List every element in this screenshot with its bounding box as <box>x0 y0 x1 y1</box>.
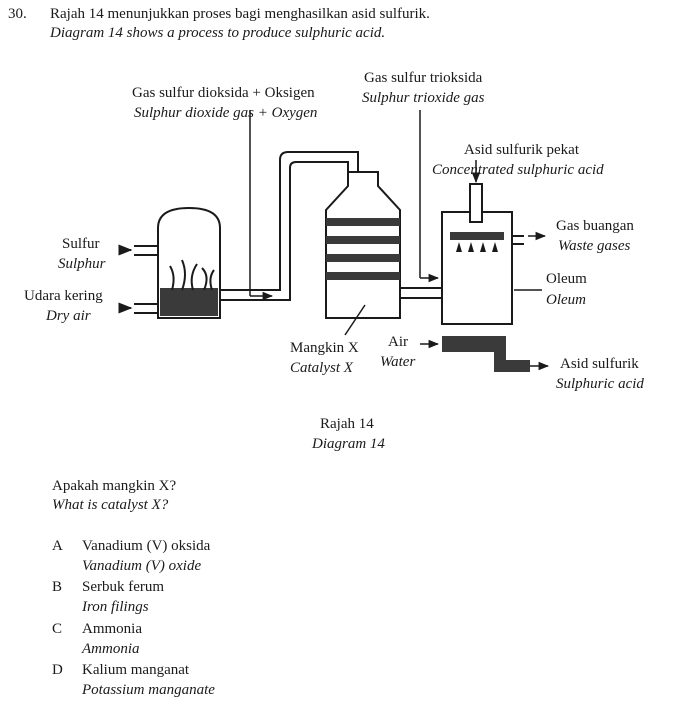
label-waste-gases-malay: Gas buangan <box>556 218 634 234</box>
label-water-english: Water <box>380 354 415 370</box>
option-text-english: Ammonia <box>82 641 140 657</box>
label-catalyst-english: Catalyst X <box>290 360 354 376</box>
catalyst-bed-3 <box>326 254 400 262</box>
label-catalyst-malay: Mangkin X <box>290 340 359 356</box>
sprayer <box>450 232 504 240</box>
label-concentrated-acid-malay: Asid sulfurik pekat <box>464 142 580 158</box>
label-concentrated-acid-english: Concentrated sulphuric acid <box>432 162 604 178</box>
label-sulphuric-acid-malay: Asid sulfurik <box>560 356 639 372</box>
label-so2-malay: Gas sulfur dioksida + Oksigen <box>132 85 315 101</box>
dilution-tank <box>420 336 550 372</box>
option-text-english: Iron filings <box>82 599 149 615</box>
option-text-malay: Ammonia <box>82 621 142 637</box>
question-text-english: Diagram 14 shows a process to produce su… <box>50 25 386 41</box>
so3-arrow <box>419 110 440 283</box>
diagram-caption-malay: Rajah 14 <box>320 416 374 432</box>
option-letter: B <box>52 579 63 595</box>
sulphuric-acid-process-diagram: Gas sulfur dioksida + Oksigen Sulphur di… <box>24 70 644 452</box>
option-text-malay: Serbuk ferum <box>82 579 165 595</box>
prompt-english: What is catalyst X? <box>52 497 169 513</box>
option-letter: D <box>52 662 63 678</box>
catalyst-bed-1 <box>326 218 400 226</box>
option-letter: C <box>52 621 63 637</box>
label-sulphur-english: Sulphur <box>58 256 106 272</box>
label-waste-gases-english: Waste gases <box>558 238 631 254</box>
option-text-malay: Vanadium (V) oksida <box>82 538 211 554</box>
label-so2-english: Sulphur dioxide gas + Oxygen <box>134 105 317 121</box>
question-number: 30. <box>8 6 27 22</box>
pipe-converter-to-absorber <box>400 287 442 299</box>
label-dry-air-malay: Udara kering <box>24 288 103 304</box>
molten-sulphur <box>160 288 218 316</box>
label-so3-english: Sulphur trioxide gas <box>362 90 485 106</box>
option-text-english: Vanadium (V) oxide <box>82 558 202 574</box>
pipe-burner-to-converter <box>220 151 359 301</box>
label-oleum-english: Oleum <box>546 292 586 308</box>
so2-arrow <box>249 110 274 301</box>
catalyst-bed-2 <box>326 236 400 244</box>
sulphur-burner <box>157 206 221 319</box>
diagram-caption-english: Diagram 14 <box>311 436 385 452</box>
label-sulphuric-acid-english: Sulphuric acid <box>556 376 644 392</box>
option-letter: A <box>52 538 63 554</box>
label-water-malay: Air <box>388 334 408 350</box>
absorber-tower <box>441 160 547 325</box>
question-text-malay: Rajah 14 menunjukkan proses bagi menghas… <box>50 6 430 22</box>
option-text-malay: Kalium manganat <box>82 662 190 678</box>
prompt-malay: Apakah mangkin X? <box>52 478 177 494</box>
dry-air-inlet <box>118 302 158 314</box>
label-sulphur-malay: Sulfur <box>62 236 100 252</box>
label-so3-malay: Gas sulfur trioksida <box>364 70 483 86</box>
sulphur-inlet <box>118 244 158 256</box>
option-text-english: Potassium manganate <box>82 682 215 698</box>
label-dry-air-english: Dry air <box>45 308 91 324</box>
converter-tower <box>325 171 401 336</box>
catalyst-bed-4 <box>326 272 400 280</box>
label-oleum-malay: Oleum <box>546 271 587 287</box>
